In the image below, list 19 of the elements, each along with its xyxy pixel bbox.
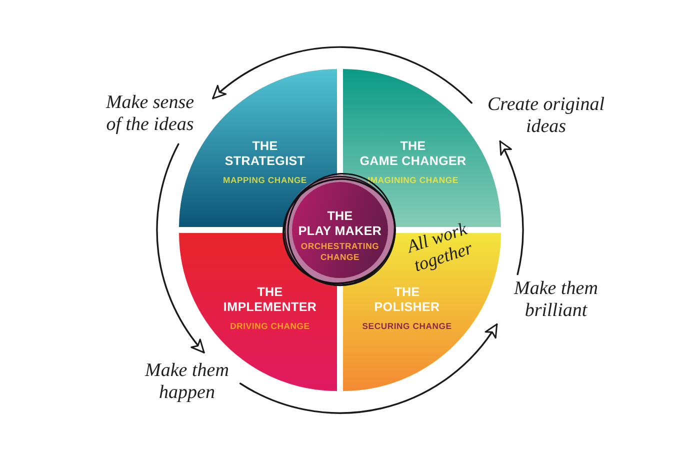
handwritten-label: Make sense of the ideas xyxy=(100,92,200,136)
segment-subtitle: IMAGINING CHANGE xyxy=(368,175,458,186)
handwritten-label: Create original ideas xyxy=(480,94,612,138)
curved-arrow xyxy=(212,46,472,104)
segment-subtitle: SECURING CHANGE xyxy=(362,321,452,332)
curved-arrow xyxy=(156,143,205,354)
curved-arrow xyxy=(239,323,498,414)
handwritten-label: Make them brilliant xyxy=(500,278,612,322)
segment-subtitle: DRIVING CHANGE xyxy=(230,321,310,332)
handwritten-note: All work together xyxy=(404,217,476,278)
segment-title: THE STRATEGIST xyxy=(224,139,306,169)
segment-subtitle: ORCHESTRATING CHANGE xyxy=(300,241,380,262)
segment-title: THE IMPLEMENTER xyxy=(223,285,317,315)
handwritten-label: Make them happen xyxy=(132,360,242,404)
curved-arrow xyxy=(499,140,524,276)
segment-title: THE PLAY MAKER xyxy=(298,209,382,239)
segment-title: THE GAME CHANGER xyxy=(360,139,466,169)
segment-subtitle: MAPPING CHANGE xyxy=(223,175,307,186)
segment-title: THE POLISHER xyxy=(374,285,440,315)
